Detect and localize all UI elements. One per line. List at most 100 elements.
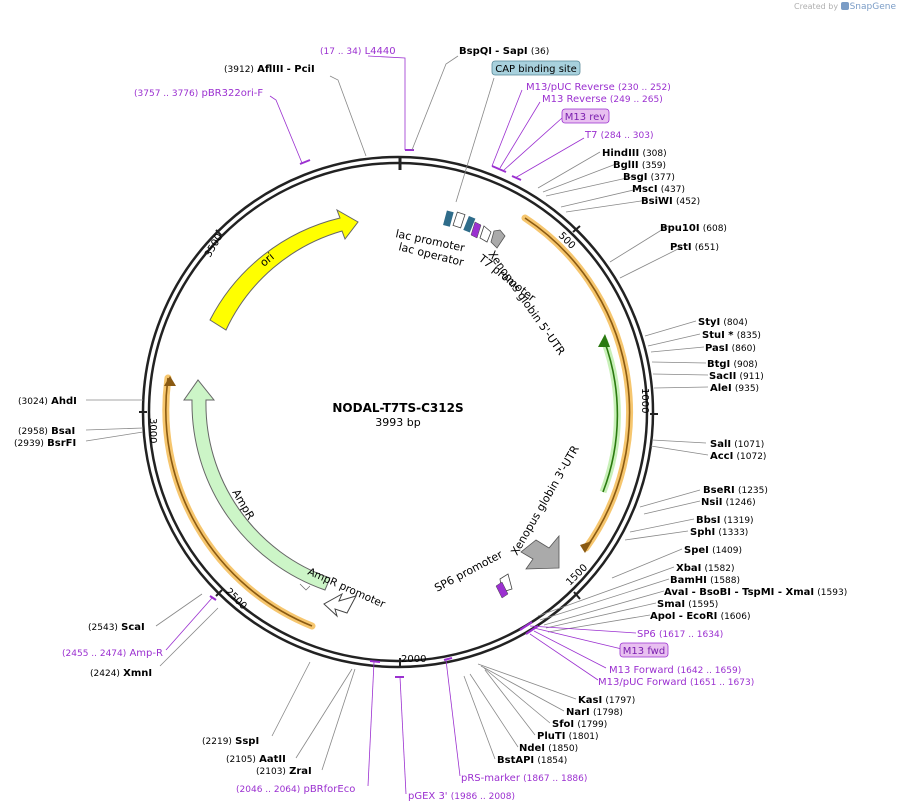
enzyme-ahdI: (3024) AhdI [18, 396, 77, 407]
enzyme-sphI: SphI (1333) [690, 527, 748, 538]
enzyme-narI: NarI (1798) [566, 707, 623, 718]
enzyme-sacII: SacII (911) [709, 371, 764, 382]
svg-text:NdeI (1850): NdeI (1850) [519, 743, 578, 754]
primer-amp-r: (2455 .. 2474) Amp-R [62, 648, 163, 659]
credit-prefix: Created by [794, 2, 839, 11]
enzyme-speI: SpeI (1409) [684, 545, 742, 556]
svg-text:NarI (1798): NarI (1798) [566, 707, 623, 718]
enzyme-xbaI: XbaI (1582) [676, 563, 734, 574]
svg-text:(3024) AhdI: (3024) AhdI [18, 396, 77, 407]
snapgene-credit: Created by SnapGene [794, 2, 896, 12]
svg-text:(3912) AflIII - PciI: (3912) AflIII - PciI [224, 64, 315, 75]
enzyme-aflIII: (3912) AflIII - PciI [224, 64, 315, 75]
plasmid-name: NODAL-T7TS-C312S [332, 401, 463, 415]
svg-text:SpeI (1409): SpeI (1409) [684, 545, 742, 556]
enzyme-bseRI: BseRI (1235) [703, 485, 768, 496]
enzyme-aleI: AleI (935) [710, 383, 759, 394]
svg-text:SalI (1071): SalI (1071) [710, 439, 764, 450]
svg-text:(2103) ZraI: (2103) ZraI [256, 766, 312, 777]
credit-brand: SnapGene [849, 2, 896, 12]
feature-amp-r: AmpR [183, 379, 331, 591]
primer-pbrforeco: (2046 .. 2064) pBRforEco [236, 784, 355, 795]
feature-label-xenopus-3utr: Xenopus globin 3'-UTR [508, 443, 582, 558]
primer-m13-reverse: M13 Reverse (249 .. 265) [542, 94, 663, 105]
feature-amp-r-promoter: AmpR promoter [306, 566, 388, 618]
enzyme-ndeI: NdeI (1850) [519, 743, 578, 754]
enzyme-bsrFI: (2939) BsrFI [14, 438, 76, 449]
svg-text:(2543) ScaI: (2543) ScaI [88, 622, 145, 633]
primer-labels: (17 .. 34) L4440 (3757 .. 3776) pBR322or… [62, 46, 754, 802]
enzyme-scaI: (2543) ScaI [88, 622, 145, 633]
enzyme-sfoI: SfoI (1799) [552, 719, 607, 730]
svg-text:HindIII (308): HindIII (308) [602, 148, 667, 159]
svg-text:ApoI - EcoRI (1606): ApoI - EcoRI (1606) [650, 611, 751, 622]
enzyme-smaI: SmaI (1595) [657, 599, 718, 610]
enzyme-bsgI: BsgI (377) [623, 172, 675, 183]
svg-text:BamHI (1588): BamHI (1588) [670, 575, 740, 586]
enzyme-bstAPI: BstAPI (1854) [497, 755, 567, 766]
enzyme-hindIII: HindIII (308) [602, 148, 667, 159]
svg-text:PluTI (1801): PluTI (1801) [537, 731, 599, 742]
m13-fwd-box-label: M13 fwd [623, 646, 665, 657]
svg-text:(2939) BsrFI: (2939) BsrFI [14, 438, 76, 449]
primer-sp6: SP6 (1617 .. 1634) [637, 629, 723, 640]
svg-text:(2219) SspI: (2219) SspI [202, 736, 259, 747]
snapgene-logo-icon [840, 2, 849, 10]
primer-m13-forward: M13 Forward (1642 .. 1659) [609, 665, 741, 676]
primer-marks [209, 149, 539, 678]
enzyme-avaI: AvaI - BsoBI - TspMI - XmaI (1593) [664, 587, 847, 598]
svg-text:Bpu10I (608): Bpu10I (608) [660, 223, 727, 234]
primer-m13-puc-forward: M13/pUC Forward (1651 .. 1673) [598, 677, 754, 688]
svg-text:XbaI (1582): XbaI (1582) [676, 563, 734, 574]
enzyme-xmnI: (2424) XmnI [90, 668, 152, 679]
svg-text:PstI (651): PstI (651) [670, 242, 719, 253]
svg-text:AvaI - BsoBI - TspMI - XmaI (1: AvaI - BsoBI - TspMI - XmaI (1593) [664, 587, 847, 598]
enzyme-aatII: (2105) AatII [226, 754, 286, 765]
enzyme-btgI: BtgI (908) [707, 359, 758, 370]
plasmid-title: NODAL-T7TS-C312S 3993 bp [332, 401, 463, 429]
primer-prs-marker: pRS-marker (1867 .. 1886) [461, 773, 587, 784]
tick-label-2000: 2000 [401, 654, 426, 665]
svg-text:BsiWI (452): BsiWI (452) [641, 196, 700, 207]
feature-3utr-cluster: Xenopus globin 3'-UTR SP6 promoter [432, 443, 582, 599]
primer-m13-puc-reverse: M13/pUC Reverse (230 .. 252) [526, 82, 671, 93]
svg-text:BbsI (1319): BbsI (1319) [696, 515, 754, 526]
enzyme-zraI: (2103) ZraI [256, 766, 312, 777]
svg-text:(2105) AatII: (2105) AatII [226, 754, 286, 765]
svg-text:BtgI (908): BtgI (908) [707, 359, 758, 370]
feature-ori: ori [209, 208, 359, 331]
primer-pbr322ori-f: (3757 .. 3776) pBR322ori-F [134, 88, 263, 99]
tick-label-1000: 1000 [639, 388, 650, 413]
svg-text:BspQI - SapI (36): BspQI - SapI (36) [459, 46, 549, 57]
enzyme-bamHI: BamHI (1588) [670, 575, 740, 586]
enzyme-salI: SalI (1071) [710, 439, 764, 450]
primer-t7: T7 (284 .. 303) [584, 130, 654, 141]
enzyme-bbsI: BbsI (1319) [696, 515, 754, 526]
svg-text:SmaI (1595): SmaI (1595) [657, 599, 718, 610]
svg-text:StuI * (835): StuI * (835) [702, 330, 761, 341]
svg-text:BsgI (377): BsgI (377) [623, 172, 675, 183]
svg-text:(2958) BsaI: (2958) BsaI [18, 426, 75, 437]
enzyme-bglII: BglII (359) [613, 160, 666, 171]
boxed-labels: CAP binding site M13 rev M13 fwd [491, 60, 669, 658]
svg-text:SphI (1333): SphI (1333) [690, 527, 748, 538]
enzyme-bsaI: (2958) BsaI [18, 426, 75, 437]
svg-text:SacII (911): SacII (911) [709, 371, 764, 382]
feature-label-sp6-promoter: SP6 promoter [432, 548, 505, 595]
enzyme-apoI: ApoI - EcoRI (1606) [650, 611, 751, 622]
enzyme-bspQI: BspQI - SapI (36) [459, 46, 549, 57]
svg-text:BseRI (1235): BseRI (1235) [703, 485, 768, 496]
enzyme-nsiI: NsiI (1246) [701, 497, 756, 508]
enzyme-pasI: PasI (860) [705, 343, 756, 354]
primer-l4440: (17 .. 34) L4440 [320, 46, 396, 57]
leader-lines [85, 55, 709, 795]
enzyme-styI: StyI (804) [698, 317, 748, 328]
svg-text:NsiI (1246): NsiI (1246) [701, 497, 756, 508]
svg-text:(2424) XmnI: (2424) XmnI [90, 668, 152, 679]
cap-binding-site-label: CAP binding site [495, 64, 577, 75]
svg-text:PasI (860): PasI (860) [705, 343, 756, 354]
enzyme-labels: (3912) AflIII - PciI (3024) AhdI (2958) … [14, 46, 847, 777]
svg-text:SfoI (1799): SfoI (1799) [552, 719, 607, 730]
svg-text:StyI (804): StyI (804) [698, 317, 748, 328]
enzyme-mscI: MscI (437) [632, 184, 685, 195]
